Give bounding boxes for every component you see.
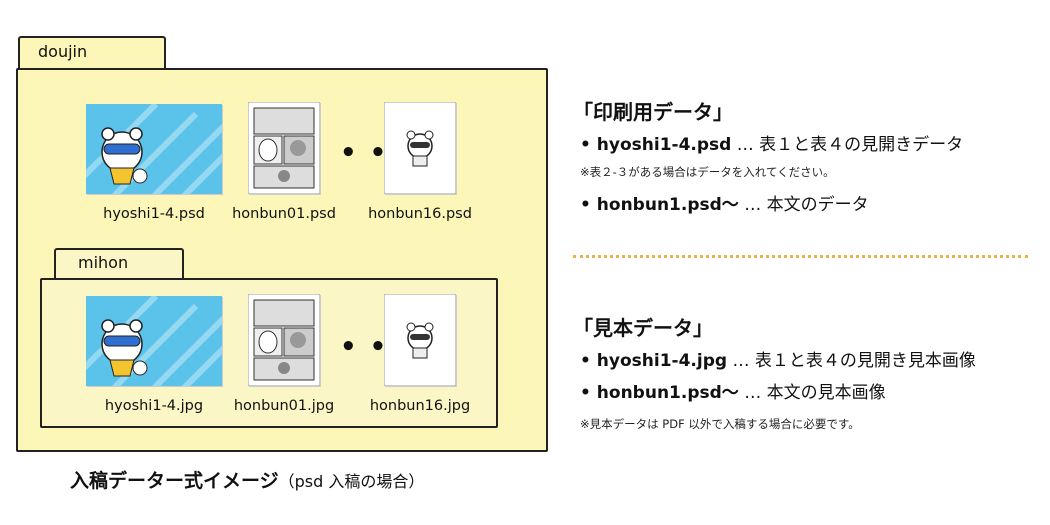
- print-item-cover-file: • hyoshi1-4.psd: [580, 135, 732, 155]
- file-name: hyoshi1-4.psd: [103, 206, 205, 222]
- diagram-caption: 入稿データー式イメージ（psd 入稿の場合）: [70, 466, 424, 493]
- print-item-body-file: • honbun1.psd〜: [580, 195, 739, 215]
- file-name: honbun16.psd: [368, 206, 472, 222]
- caption-sub: （psd 入稿の場合）: [278, 472, 425, 491]
- sample-item-body-file: • honbun1.psd〜: [580, 383, 739, 403]
- cover-thumbnail: [86, 104, 222, 194]
- sample-item-body-desc: … 本文の見本画像: [738, 383, 886, 403]
- sample-item-cover-desc: … 表１と表４の見開き見本画像: [727, 351, 976, 371]
- page-thumbnail-manga: [248, 294, 320, 386]
- print-item-body: • honbun1.psd〜 … 本文のデータ: [580, 190, 869, 215]
- print-data-heading: 「印刷用データ」: [573, 100, 733, 124]
- dotted-divider: [573, 255, 1028, 258]
- folder-tab-mihon: mihon: [54, 248, 184, 280]
- folder-tab-doujin: doujin: [18, 36, 166, 70]
- folder-label-mihon: mihon: [78, 253, 129, 272]
- file-name: honbun01.psd: [232, 206, 336, 222]
- sample-note: ※見本データは PDF 以外で入稿する場合に必要です。: [580, 417, 860, 431]
- print-note: ※表２-３がある場合はデータを入れてください。: [580, 165, 835, 179]
- sample-item-cover-file: • hyoshi1-4.jpg: [580, 351, 728, 371]
- sample-item-body: • honbun1.psd〜 … 本文の見本画像: [580, 378, 886, 403]
- file-name: honbun01.jpg: [233, 398, 335, 414]
- sample-item-cover: • hyoshi1-4.jpg … 表１と表４の見開き見本画像: [580, 346, 976, 371]
- print-item-cover: • hyoshi1-4.psd … 表１と表４の見開きデータ: [580, 130, 963, 155]
- page-thumbnail-panda: [384, 102, 456, 194]
- sample-data-heading: 「見本データ」: [573, 316, 713, 340]
- file-name: honbun16.jpg: [369, 398, 471, 414]
- print-item-body-desc: … 本文のデータ: [738, 195, 869, 215]
- file-name: hyoshi1-4.jpg: [104, 398, 204, 414]
- page-thumbnail-panda: [384, 294, 456, 386]
- print-item-cover-desc: … 表１と表４の見開きデータ: [731, 135, 964, 155]
- folder-label-doujin: doujin: [38, 42, 88, 61]
- caption-main: 入稿データー式イメージ: [70, 470, 279, 492]
- cover-thumbnail: [86, 296, 222, 386]
- page-thumbnail-manga: [248, 102, 320, 194]
